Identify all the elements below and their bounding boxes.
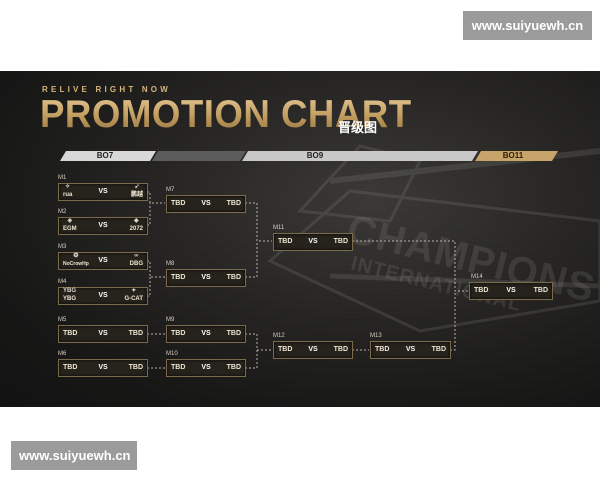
match-m10-team1: TBD <box>171 364 186 371</box>
vs-label: VS <box>201 200 211 207</box>
match-m10-team2: TBD <box>226 364 241 371</box>
match-m3-team2: ∞DBG <box>129 253 143 267</box>
match-m14-team1: TBD <box>474 287 489 294</box>
match-label-m6: M6 <box>58 351 67 357</box>
match-label-m10: M10 <box>166 351 178 357</box>
match-m9-team1: TBD <box>171 330 186 337</box>
match-m10[interactable]: TBD VS TBD <box>166 359 246 377</box>
match-m2-team1: ◈EGM <box>63 218 77 232</box>
match-m2-team2: ◆2072 <box>129 218 143 232</box>
match-label-m1: M1 <box>58 175 67 181</box>
match-label-m7: M7 <box>166 187 175 193</box>
team-logo-icon: YBG <box>63 288 77 294</box>
match-m9-team2: TBD <box>226 330 241 337</box>
match-m13[interactable]: TBD VS TBD <box>370 341 451 359</box>
match-m11[interactable]: TBD VS TBD <box>273 233 353 251</box>
team-logo-icon: ◆ <box>134 218 139 224</box>
bracket-connectors <box>147 191 468 369</box>
match-m5[interactable]: TBD VS TBD <box>58 325 148 343</box>
vs-label: VS <box>308 346 318 353</box>
vs-label: VS <box>201 364 211 371</box>
match-m6-team1: TBD <box>63 364 78 371</box>
match-m11-team1: TBD <box>278 238 293 245</box>
vs-label: VS <box>98 222 108 229</box>
match-m11-team2: TBD <box>333 238 348 245</box>
match-m7[interactable]: TBD VS TBD <box>166 195 246 213</box>
team-logo-icon: ✦ <box>131 288 137 294</box>
stage-bo11: BO11 <box>502 151 524 160</box>
tagline: RELIVE RIGHT NOW <box>42 85 171 94</box>
match-m12-team1: TBD <box>278 346 293 353</box>
match-label-m3: M3 <box>58 244 67 250</box>
match-m3-team1: ❂NoCrowHp <box>63 253 89 267</box>
vs-label: VS <box>405 346 416 353</box>
match-m5-team2: TBD <box>128 330 143 337</box>
vs-label: VS <box>506 287 516 294</box>
match-m4-team2: ✦G-CAT <box>124 288 143 302</box>
match-label-m14: M14 <box>471 274 483 280</box>
stage-bo7: BO7 <box>96 151 114 160</box>
vs-label: VS <box>201 330 211 337</box>
stage-bo9: BO9 <box>306 151 324 160</box>
match-m2[interactable]: ◈EGM VS ◆2072 <box>58 217 148 235</box>
vs-label: VS <box>98 188 108 195</box>
vs-label: VS <box>98 257 108 264</box>
match-label-m11: M11 <box>273 225 285 231</box>
match-m12-team2: TBD <box>333 346 348 353</box>
page-title: PROMOTION CHART <box>40 93 412 136</box>
match-label-m13: M13 <box>370 333 382 339</box>
match-m8[interactable]: TBD VS TBD <box>166 269 246 287</box>
match-m3[interactable]: ❂NoCrowHp VS ∞DBG <box>58 252 148 270</box>
match-m6[interactable]: TBD VS TBD <box>58 359 148 377</box>
match-label-m2: M2 <box>58 209 67 215</box>
match-m5-team1: TBD <box>63 330 78 337</box>
match-m7-team2: TBD <box>226 200 241 207</box>
match-m1[interactable]: ✧rua VS ➹鹏越 <box>58 183 148 201</box>
match-m8-team1: TBD <box>171 274 186 281</box>
match-m9[interactable]: TBD VS TBD <box>166 325 246 343</box>
match-label-m4: M4 <box>58 279 67 285</box>
vs-label: VS <box>98 364 108 371</box>
match-m1-team1: ✧rua <box>63 184 73 198</box>
match-label-m8: M8 <box>166 261 175 267</box>
match-label-m12: M12 <box>273 333 285 339</box>
team-logo-icon: ✧ <box>65 184 71 190</box>
match-m12[interactable]: TBD VS TBD <box>273 341 353 359</box>
promotion-chart-banner: CHAMPIONS INTERNATIONAL RELIVE RIGHT NOW… <box>0 71 600 407</box>
match-m14[interactable]: TBD VS TBD <box>469 282 553 300</box>
page-title-cn: 晋级图 <box>338 121 378 136</box>
match-m13-team2: TBD <box>431 346 446 353</box>
match-m7-team1: TBD <box>171 200 186 207</box>
team-logo-icon: ◈ <box>67 218 73 224</box>
vs-label: VS <box>98 330 108 337</box>
match-label-m5: M5 <box>58 317 67 323</box>
match-m14-team2: TBD <box>533 287 548 294</box>
vs-label: VS <box>201 274 211 281</box>
team-logo-icon: ∞ <box>134 253 139 259</box>
team-logo-icon: ➹ <box>134 184 140 190</box>
watermark-top[interactable]: www.suiyuewh.cn <box>463 11 592 40</box>
team-logo-icon: ❂ <box>73 253 79 259</box>
watermark-bottom[interactable]: www.suiyuewh.cn <box>11 441 137 470</box>
stage-bar <box>60 151 558 161</box>
match-m6-team2: TBD <box>128 364 143 371</box>
match-m1-team2: ➹鹏越 <box>130 184 143 198</box>
match-m13-team1: TBD <box>375 346 390 353</box>
vs-label: VS <box>308 238 318 245</box>
vs-label: VS <box>98 292 108 299</box>
match-label-m9: M9 <box>166 317 175 323</box>
match-m8-team2: TBD <box>226 274 241 281</box>
